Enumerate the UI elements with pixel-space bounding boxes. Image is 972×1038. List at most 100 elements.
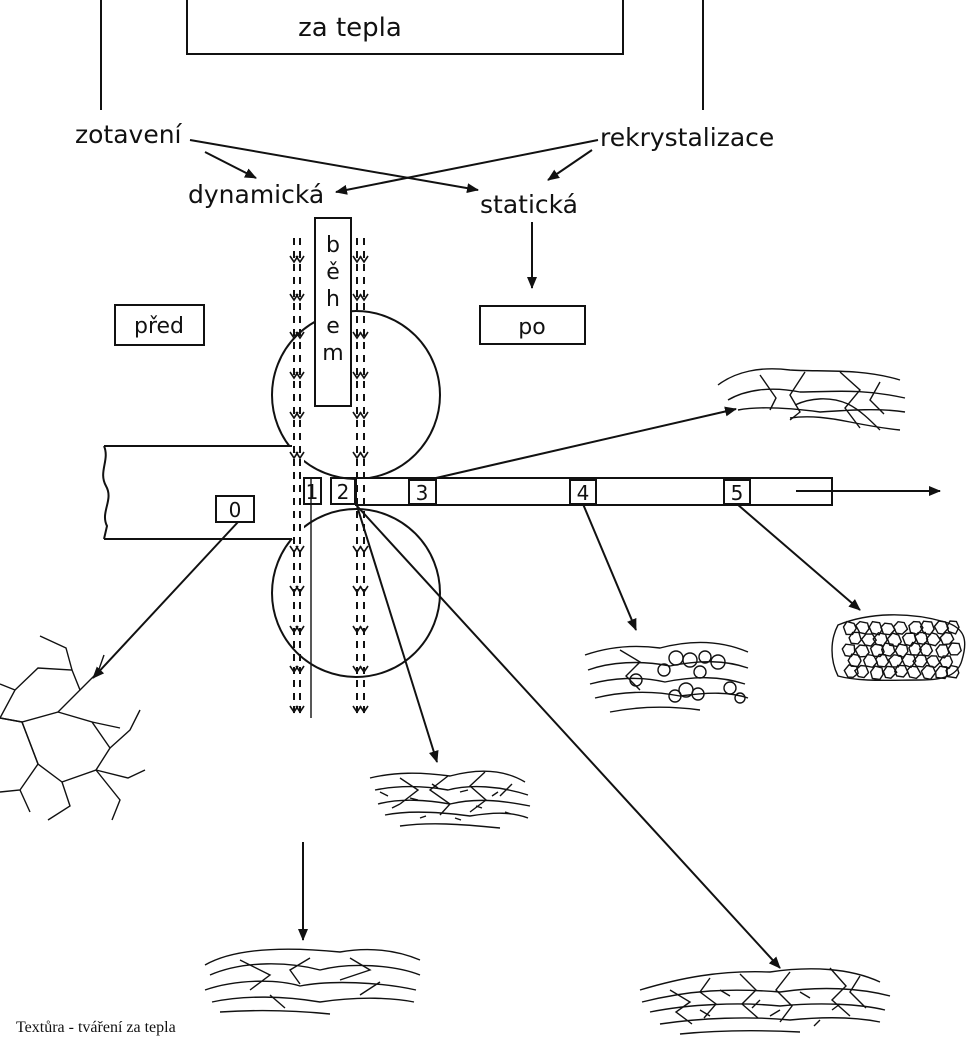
- recrystallized-grain: [912, 654, 928, 668]
- outgoing-strip: [355, 477, 941, 506]
- flow-chevron: [359, 705, 369, 714]
- flow-chevron: [352, 255, 362, 264]
- flow-chevron: [359, 585, 369, 594]
- recrystallized-grain: [908, 620, 924, 636]
- during-letter-4: e: [326, 314, 340, 339]
- recrystallized-grain: [901, 653, 917, 669]
- flow-chevron: [359, 331, 369, 340]
- flow-chevron: [295, 255, 305, 264]
- flow-chevron: [359, 371, 369, 380]
- microstructure-1-elongated: [204, 948, 421, 1015]
- figure-caption: Textůra - tváření za tepla: [16, 1019, 176, 1036]
- during-letter-3: h: [326, 287, 340, 312]
- flow-chevron: [352, 705, 362, 714]
- flow-chevron: [295, 331, 305, 340]
- flow-chevron: [359, 293, 369, 302]
- microstructure-3-recovering: [717, 368, 906, 431]
- recrystallized-grain: [920, 664, 937, 681]
- recrystallized-grain: [901, 632, 917, 647]
- header-group: za tepla: [100, 0, 704, 110]
- microstructure-4-partial: [584, 641, 749, 713]
- recrystallized-grain: [935, 644, 950, 659]
- recrystallized-grain: [875, 653, 890, 668]
- recrystallized-grain: [914, 631, 929, 646]
- flow-chevron: [295, 293, 305, 302]
- position-5-label: 5: [731, 481, 744, 505]
- flow-chevron: [295, 625, 305, 634]
- label-dynamic: dynamická: [188, 180, 324, 209]
- recrystallized-grain: [860, 633, 878, 647]
- incoming-strip: 0: [102, 445, 304, 540]
- flow-chevron: [352, 371, 362, 380]
- flow-chevron: [295, 545, 305, 554]
- recrystallized-grain: [892, 620, 909, 635]
- crossing-arrows: [189, 139, 599, 289]
- before-box: [114, 304, 205, 346]
- recrystallized-grain: [946, 620, 960, 635]
- arrow-to-structure-5: [736, 503, 861, 611]
- flow-chevron: [352, 411, 362, 420]
- flow-chevron: [359, 625, 369, 634]
- structure-arrows: [92, 406, 861, 969]
- flow-chevron: [295, 371, 305, 380]
- after-box: [479, 305, 586, 345]
- recrystallized-grain: [880, 622, 896, 636]
- label-static: statická: [480, 190, 578, 219]
- recrystallized-grain: [908, 641, 923, 656]
- recrystallized-grain: [918, 642, 934, 657]
- position-2-label: 2: [337, 480, 350, 504]
- arrow-recryst-dynamic: [335, 139, 599, 195]
- after-label: po: [518, 315, 545, 340]
- recrystallized-grain: [862, 653, 879, 669]
- position-0-box: [215, 495, 255, 523]
- flow-chevron: [352, 293, 362, 302]
- header-box: [186, 0, 624, 55]
- recrystallized-grain: [934, 665, 949, 680]
- flow-chevron: [352, 331, 362, 340]
- recrystallized-grain: [925, 655, 941, 669]
- arrow-to-structure-2-static: [356, 505, 781, 969]
- microstructure-5-recrystallized: [831, 614, 966, 682]
- flow-chevron: [352, 585, 362, 594]
- position-4-label: 4: [577, 481, 590, 505]
- before-label: před: [134, 314, 184, 339]
- arrow-to-structure-3: [435, 406, 737, 479]
- flow-chevron: [295, 705, 305, 714]
- recrystallized-grain: [925, 632, 942, 647]
- microstructure-2-static: [639, 967, 891, 1035]
- position-1-label: 1: [306, 480, 319, 504]
- flow-chevron: [295, 451, 305, 460]
- recrystallized-grain: [853, 664, 870, 679]
- arrow-recovery-static: [189, 139, 479, 194]
- microstructure-0-equiaxed: [0, 635, 146, 821]
- recrystallized-grain: [869, 643, 885, 658]
- arrow-to-structure-0: [92, 521, 239, 679]
- arrow-to-structure-2: [356, 505, 439, 763]
- header-label: za tepla: [298, 13, 402, 43]
- recrystallized-grain: [945, 664, 960, 679]
- flow-chevron: [352, 625, 362, 634]
- flow-chevron: [352, 451, 362, 460]
- position-3-box: [408, 479, 437, 505]
- recrystallized-grain: [947, 642, 962, 656]
- recrystallized-grain: [880, 642, 896, 657]
- recrystallized-grain: [868, 620, 883, 636]
- flow-chevron: [295, 665, 305, 674]
- flow-chevron: [295, 411, 305, 420]
- dashed-flow-lines: [293, 238, 365, 718]
- recrystallized-grain: [882, 665, 898, 679]
- during-letter-1: b: [326, 233, 340, 258]
- flow-chevron: [352, 665, 362, 674]
- arrow-recryst-static: [547, 149, 593, 181]
- flow-chevron: [359, 255, 369, 264]
- during-letter-5: m: [322, 341, 343, 366]
- recrystallized-grain: [847, 653, 862, 668]
- position-3-label: 3: [416, 481, 429, 505]
- recrystallized-grain: [869, 665, 884, 681]
- lower-roll: [271, 508, 441, 678]
- position-1-box: [303, 477, 322, 505]
- flow-chevron: [359, 451, 369, 460]
- position-2-box: [330, 477, 356, 505]
- recrystallized-grain: [893, 664, 909, 678]
